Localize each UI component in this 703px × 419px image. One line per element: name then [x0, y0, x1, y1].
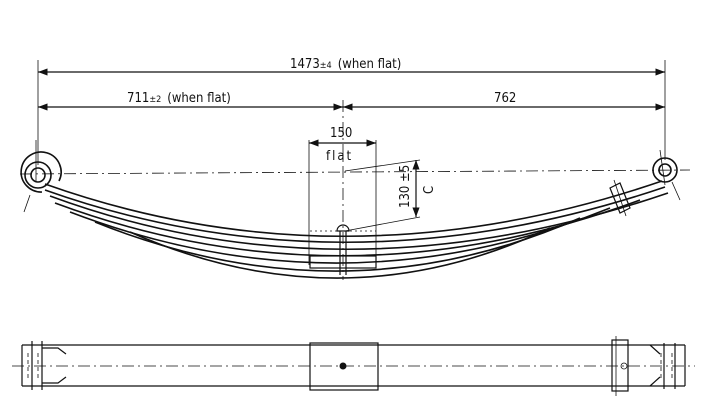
center-bolt: [309, 224, 377, 275]
flat-width-label: 150: [330, 126, 352, 141]
eye-axis: [19, 169, 691, 175]
spring-leaves: [44, 180, 669, 279]
camber-value-label: 130 ±5: [398, 165, 413, 208]
flat-label: flat: [326, 149, 353, 164]
flat-width-dimension: 150 flat: [308, 126, 377, 265]
left-length-label: 711±2(when flat): [127, 91, 231, 106]
camber-dimension: 130 ±5 C: [344, 159, 437, 232]
left-eye: [20, 140, 62, 213]
camber-symbol-label: C: [422, 186, 437, 194]
split-length-dimension: 711±2(when flat) 762: [38, 91, 665, 111]
plan-view: [12, 336, 695, 396]
overall-length-dimension: 1473±4(when flat): [37, 57, 666, 165]
rebound-clip: [609, 179, 631, 217]
right-eye: [652, 149, 681, 201]
overall-length-label: 1473±4(when flat): [290, 57, 401, 72]
right-length-label: 762: [494, 91, 516, 106]
